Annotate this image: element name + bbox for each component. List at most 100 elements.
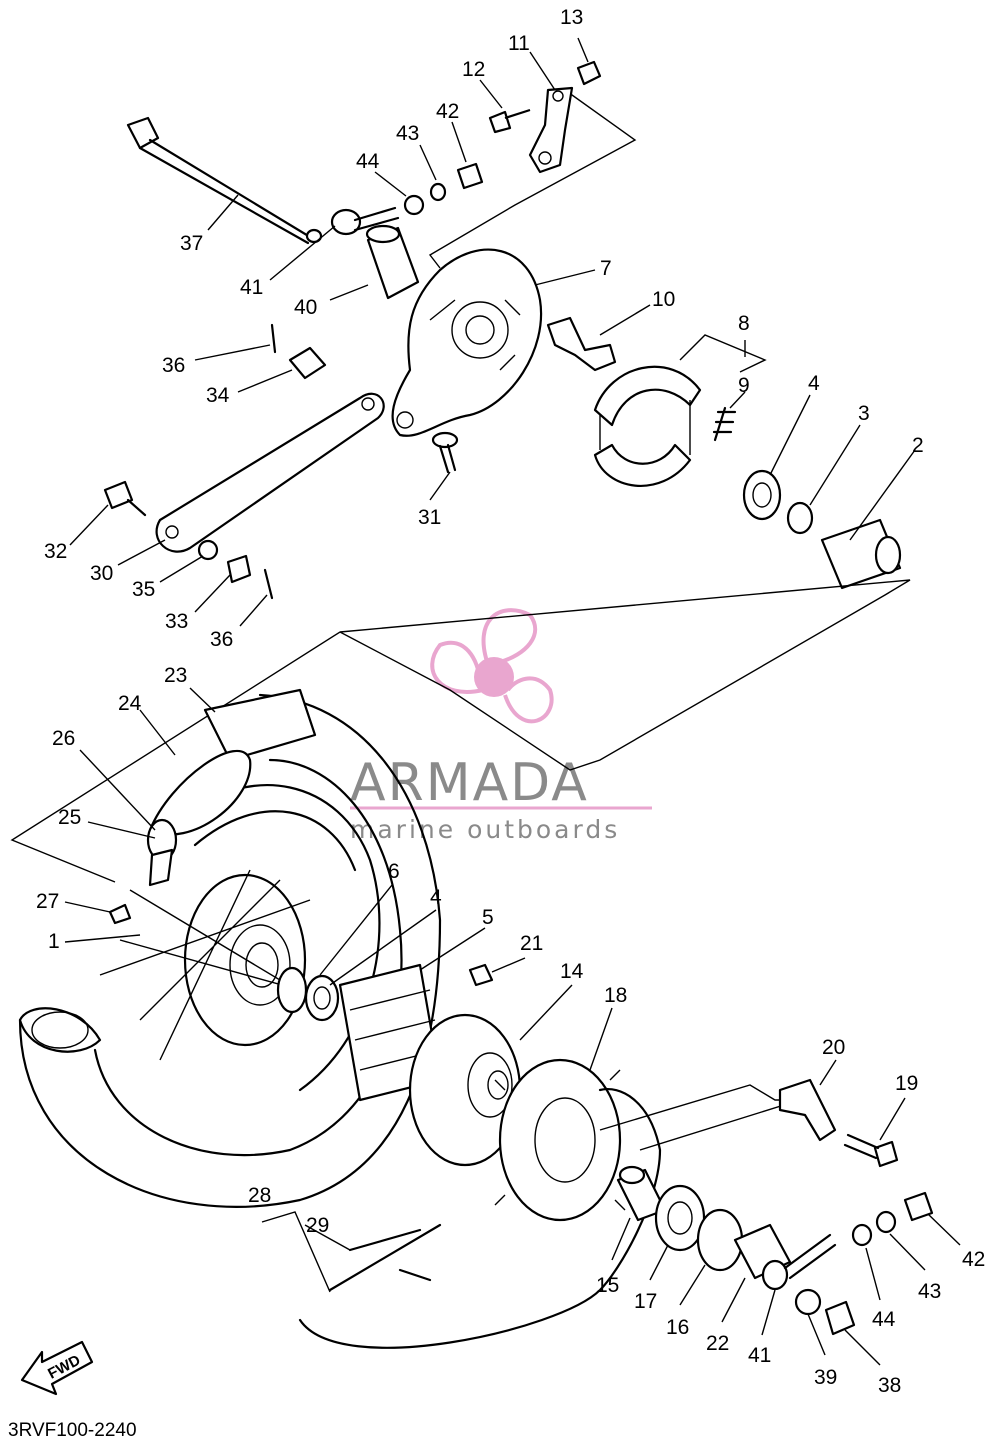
part-chain-link-28 (328, 1223, 442, 1292)
callout-7: 7 (600, 257, 612, 280)
callout-6: 6 (388, 860, 400, 883)
group-bracket-mid (10, 579, 911, 883)
part-tension-bar (528, 86, 574, 174)
brand-name: ARMADA (350, 753, 589, 813)
callout-40: 40 (294, 296, 317, 319)
watermark-logo: ARMADA marine outboards (350, 608, 652, 844)
callout-35: 35 (132, 578, 155, 601)
part-washer-43a (429, 182, 447, 202)
callout-3: 3 (858, 402, 870, 425)
part-bolt-31 (431, 431, 459, 474)
callout-33: 33 (165, 610, 188, 633)
callout-24: 24 (118, 692, 142, 715)
fwd-arrow-icon: FWD (20, 1340, 94, 1396)
diagram-code: 3RVF100-2240 (8, 1420, 137, 1441)
callout-14: 14 (560, 960, 584, 983)
part-bolt-32 (103, 480, 147, 517)
group-bracket-upper (428, 89, 637, 269)
part-washer-44b (851, 1223, 873, 1247)
part-bearing-4b (304, 974, 340, 1022)
group-bracket-8 (679, 334, 767, 373)
callout-19: 19 (895, 1072, 918, 1095)
callout-4: 4 (430, 886, 442, 909)
callout-27: 27 (36, 890, 59, 913)
group-bracket-20 (599, 1084, 801, 1151)
callout-9: 9 (738, 374, 750, 397)
part-camshaft-10 (546, 316, 617, 372)
callout-16: 16 (666, 1316, 689, 1339)
part-collar-15 (616, 1165, 667, 1222)
callout-17: 17 (634, 1290, 657, 1313)
callout-31: 31 (418, 506, 441, 529)
callout-42: 42 (962, 1248, 985, 1271)
callout-21: 21 (520, 932, 543, 955)
callout-41: 41 (240, 276, 263, 299)
callout-12: 12 (462, 58, 485, 81)
callout-37: 37 (180, 232, 203, 255)
part-bearing-17 (654, 1184, 706, 1252)
callout-1: 1 (48, 930, 60, 953)
propeller-icon (430, 608, 554, 724)
part-bolt-27 (108, 903, 132, 925)
part-tube-23 (203, 688, 317, 762)
part-bolt-12 (488, 108, 531, 134)
brand-tagline: marine outboards (350, 815, 620, 844)
part-brake-plate (391, 248, 543, 437)
part-bolt-41b (761, 1233, 837, 1291)
callout-43: 43 (918, 1280, 941, 1303)
callout-10: 10 (652, 288, 675, 311)
callout-36: 36 (162, 354, 185, 377)
callout-32: 32 (44, 540, 67, 563)
part-brake-shoes (593, 365, 702, 487)
part-nut-13 (576, 60, 602, 86)
part-nut-33 (226, 554, 252, 584)
part-cotter-pin-36a (270, 323, 277, 354)
part-nut-21 (468, 963, 494, 987)
callout-20: 20 (822, 1036, 845, 1059)
callout-30: 30 (90, 562, 113, 585)
callout-44: 44 (356, 150, 380, 173)
part-axle (126, 116, 323, 245)
part-spokes (99, 869, 331, 1061)
part-spring-9 (712, 406, 737, 442)
part-oil-seal-3 (786, 501, 814, 535)
part-sprocket-hub (408, 1013, 522, 1167)
group-bracket-28 (261, 1211, 331, 1293)
callout-25: 25 (58, 806, 81, 829)
callout-42: 42 (436, 100, 459, 123)
part-washer-43b (875, 1210, 897, 1234)
callout-44: 44 (872, 1308, 896, 1331)
callout-39: 39 (814, 1366, 837, 1389)
callout-38: 38 (878, 1374, 901, 1397)
part-washer-44a (403, 194, 425, 216)
callout-18: 18 (604, 984, 627, 1007)
part-bolt-19 (843, 1133, 899, 1168)
part-sprocket (494, 1058, 626, 1222)
callout-34: 34 (206, 384, 230, 407)
callout-29: 29 (306, 1214, 329, 1237)
part-washer-35 (197, 539, 219, 561)
callout-41: 41 (748, 1344, 771, 1367)
callout-13: 13 (560, 6, 583, 29)
callout-36: 36 (210, 628, 233, 651)
part-circlip-6 (276, 966, 308, 1014)
callout-2: 2 (912, 434, 924, 457)
part-torque-rod (155, 392, 385, 553)
part-nut-34 (288, 346, 327, 380)
part-nut-38 (824, 1300, 856, 1336)
part-chain (298, 1088, 662, 1349)
part-nut-42a (456, 162, 484, 190)
part-plate-20 (778, 1078, 837, 1142)
part-collar-2 (820, 518, 902, 590)
callout-28: 28 (248, 1184, 271, 1207)
leader-lines (64, 37, 961, 1366)
part-valve-25 (148, 848, 174, 887)
callout-8: 8 (738, 312, 750, 335)
part-collar-40 (365, 224, 420, 300)
part-master-link-29 (348, 1228, 432, 1282)
part-bearing-4a (742, 469, 782, 521)
callout-labels: 13 11 12 42 43 44 37 41 40 7 10 8 9 4 3 … (36, 6, 985, 1397)
part-rim-band-24 (148, 749, 252, 836)
